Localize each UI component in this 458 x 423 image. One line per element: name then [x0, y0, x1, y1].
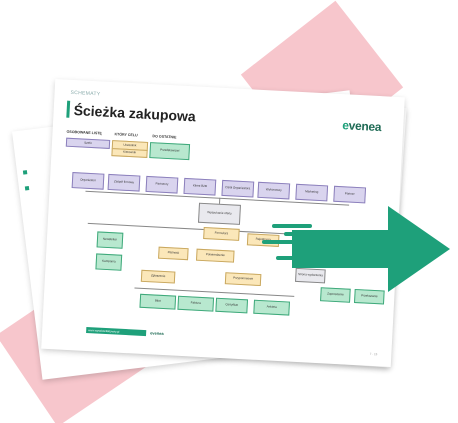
flow-yellow-box: Potwierdzenie: [195, 248, 235, 263]
flow-yellow-box: Płatność: [158, 246, 189, 261]
legend-header: DO OSTATNIE: [152, 134, 177, 140]
flow-side-box: Kampania: [95, 253, 123, 271]
flow-top-box: Organizator: [71, 172, 105, 190]
flow-top-box: Wykonawcy: [257, 181, 291, 200]
flow-green-box: Certyfikat: [215, 297, 249, 314]
title-accent-bar: [66, 100, 71, 118]
section-kicker: SCHEMATY: [70, 89, 101, 98]
legend-item: Kierownik: [111, 148, 148, 158]
bullet-mark: [22, 170, 28, 175]
flow-green-box: Faktura: [177, 295, 215, 312]
evenea-logo: evenea: [342, 118, 382, 135]
flow-side-box: Newsletter: [96, 231, 124, 249]
stripe: [272, 224, 312, 228]
legend-item: Przedstawiciel: [149, 142, 191, 161]
bullet-mark: [24, 186, 30, 191]
flow-yellow-box: Formularz: [203, 226, 240, 241]
stripe: [262, 240, 312, 244]
page-title: Ścieżka zakupowa: [73, 102, 197, 125]
flow-top-box: Dział Organizatora: [221, 179, 255, 198]
flow-yellow-box: Przypomnienie: [224, 272, 262, 287]
flow-green-box: Ankieta: [253, 299, 290, 316]
footer-link-bar: www.wysokoefektywny.pl: [86, 326, 147, 337]
flow-top-box: Partnerzy: [145, 175, 179, 194]
flow-center-box: Wyszukanie oferty: [197, 202, 241, 225]
flow-top-box: Klient B2B: [183, 177, 217, 196]
flow-top-box: Partner: [333, 185, 367, 204]
flow-top-box: Zespół firmowy: [107, 173, 141, 192]
green-arrow-icon: [292, 206, 450, 292]
flow-top-box: Marketing: [295, 183, 329, 202]
flow-green-box: Bilet: [139, 293, 177, 310]
flow-yellow-box: Zgłoszenie: [140, 269, 176, 284]
legend-header: OSOBOWANE LISTĘ: [66, 129, 102, 136]
footer-logo: evenea: [150, 330, 164, 337]
legend-item: Szefo: [65, 137, 111, 149]
legend-header: KTÓRY CELU: [114, 132, 138, 138]
page-number: 7 · 15: [369, 351, 378, 357]
